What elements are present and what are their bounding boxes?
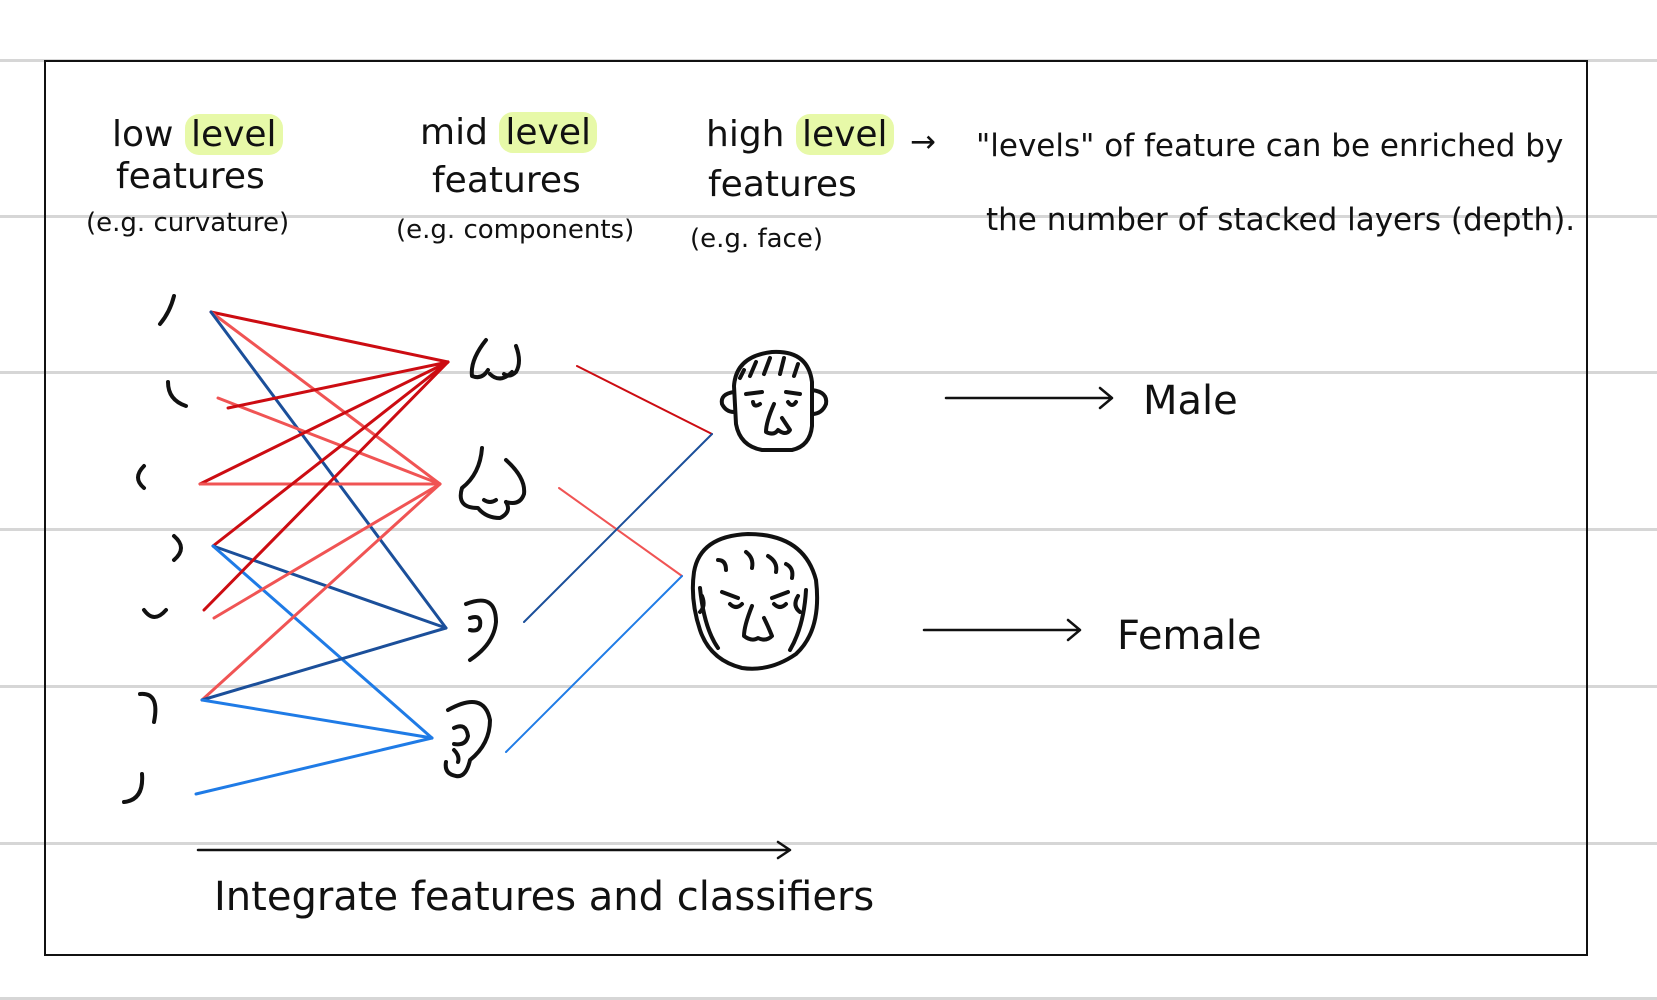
connection-line [209,310,450,364]
female-label: Female [1117,613,1262,659]
ear-large-icon [443,700,492,779]
male-label: Male [1143,378,1238,424]
diagram-frame [44,60,1588,956]
high-level-example: (e.g. face) [690,224,823,254]
low-level-features-label: features [116,156,265,197]
high-level-highlight: level [795,114,894,155]
female-face-icon [690,532,820,671]
mid-level-features-label: features [432,160,581,201]
note-line-2: the number of stacked layers (depth). [986,202,1576,238]
integration-arrow-icon [196,840,792,860]
connection-line [212,482,442,620]
connection-line [558,487,683,577]
connection-line [194,736,434,796]
low-level-heading: low level [112,114,283,156]
connection-line [211,360,450,548]
bottom-caption: Integrate features and classifiers [214,874,875,920]
ruled-line [0,528,1657,531]
curve-5-icon [142,608,168,619]
ruled-line [0,842,1657,845]
connection-line [200,698,434,740]
ear-small-icon [464,598,498,662]
female-arrow-icon [922,618,1082,642]
connection-line [505,575,683,753]
male-arrow-icon [944,386,1114,410]
connection-line [198,360,450,486]
note-line-1: "levels" of feature can be enriched by [976,128,1564,164]
connection-line [211,544,434,740]
connection-line [200,482,442,702]
curve-3-icon [136,464,146,490]
nose-small-icon [469,338,521,381]
curve-4-icon [172,534,183,562]
ruled-line [0,371,1657,374]
low-word: low [112,114,174,155]
low-level-example: (e.g. curvature) [86,208,290,238]
connection-line [209,310,442,486]
connection-line [200,626,448,702]
mid-level-example: (e.g. components) [396,215,635,245]
curve-2-icon [166,380,188,408]
connection-line [202,360,450,612]
curve-7-icon [122,772,145,804]
connection-line [216,396,442,486]
curve-6-icon [138,691,158,724]
ruled-line [0,997,1657,1000]
high-level-features-label: features [708,164,857,205]
ruled-line [0,685,1657,688]
ruled-line [0,215,1657,218]
connection-line [226,360,450,410]
high-word: high [706,114,785,155]
mid-word: mid [420,112,488,153]
connection-line [523,433,713,623]
low-level-highlight: level [184,114,283,155]
connection-line [576,365,713,435]
nose-large-icon [458,446,527,520]
male-face-icon [719,349,829,452]
connection-line [211,544,448,630]
connection-line [209,310,448,630]
note-arrow: → [910,124,936,160]
high-level-heading: high level [706,114,894,156]
mid-level-heading: mid level [420,112,597,154]
mid-level-highlight: level [499,112,597,153]
curve-1-icon [158,294,176,326]
